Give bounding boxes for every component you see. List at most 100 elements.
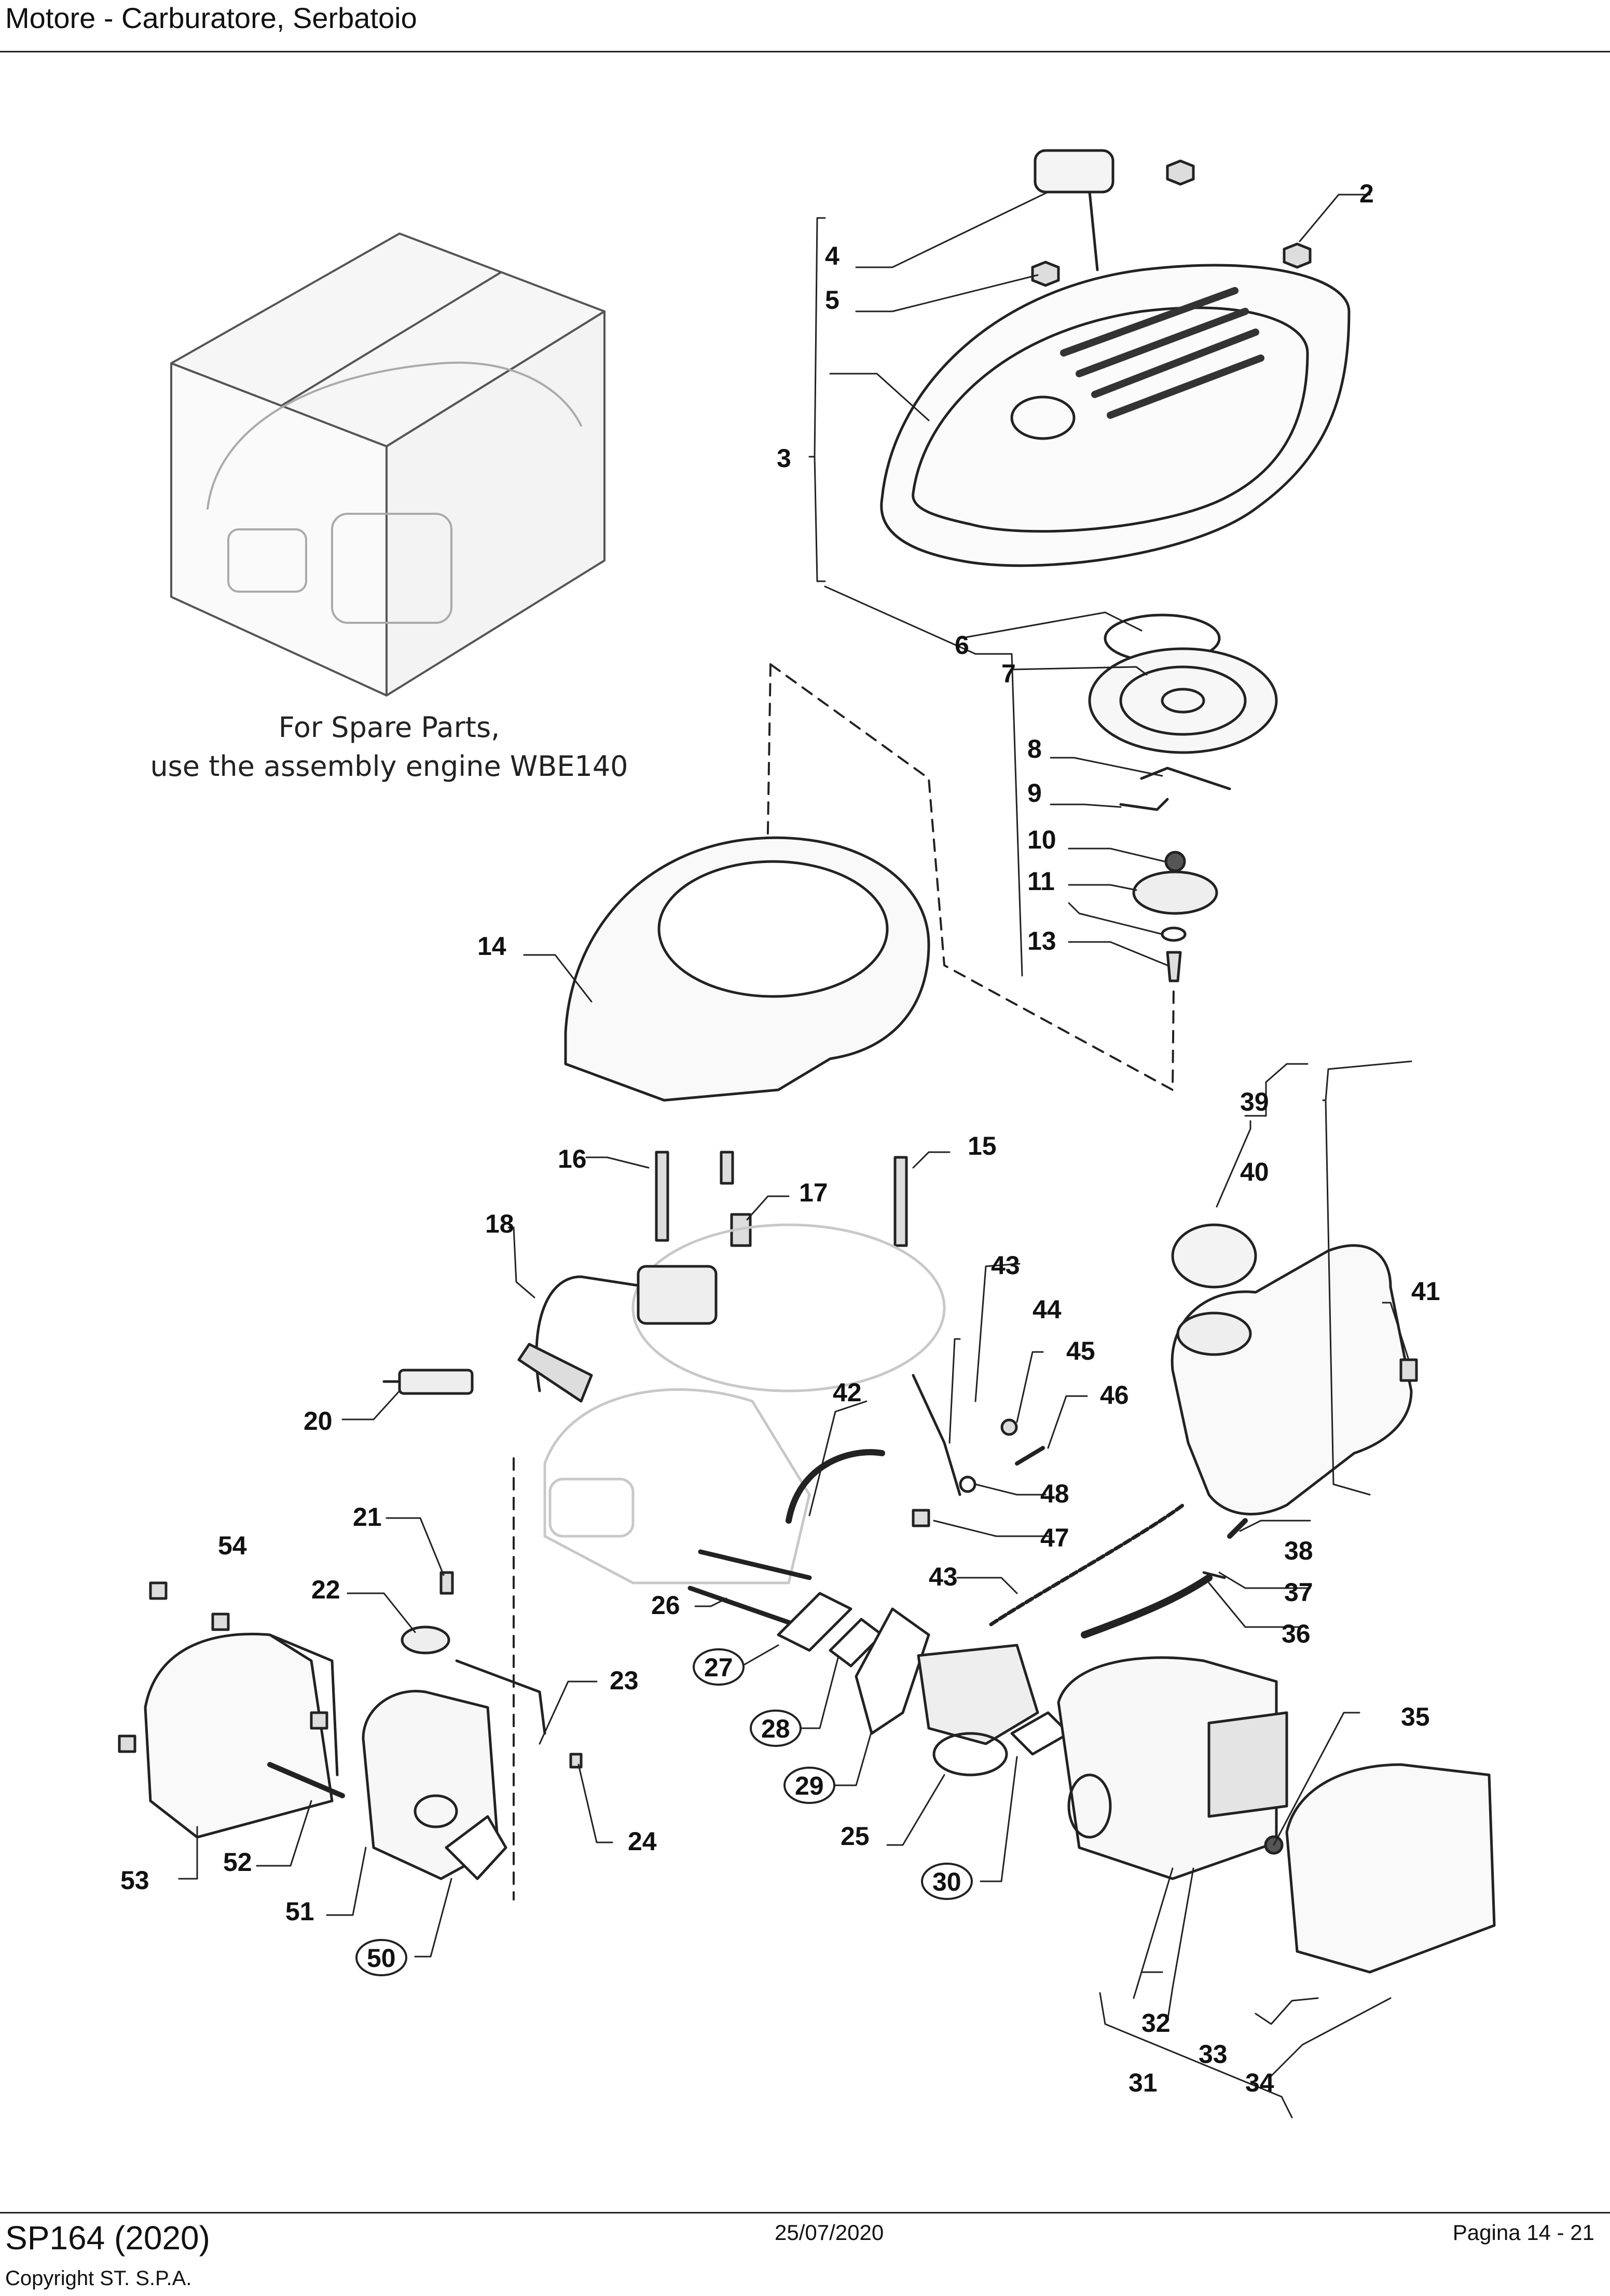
clamp-37	[1202, 1571, 1226, 1579]
callout-21: 21	[353, 1502, 382, 1532]
nut-2a	[1166, 159, 1195, 186]
carburetor	[917, 1644, 1039, 1776]
callout-54: 54	[218, 1531, 247, 1560]
bracket	[401, 1625, 450, 1655]
callout-circle-28	[750, 1710, 802, 1747]
callout-28: 28	[761, 1714, 790, 1743]
callout-23: 23	[610, 1666, 639, 1695]
callout-40: 40	[1240, 1157, 1269, 1186]
callout-14: 14	[477, 932, 506, 961]
callout-47: 47	[1040, 1523, 1069, 1552]
callout-2: 2	[1359, 179, 1374, 208]
callout-46: 46	[1100, 1381, 1129, 1410]
filter-cover	[1285, 1763, 1496, 1974]
callout-30: 30	[932, 1867, 961, 1896]
callout-18: 18	[485, 1209, 514, 1238]
footer-copyright: Copyright ST. S.P.A.	[5, 2267, 192, 2290]
bolt-41	[1399, 1358, 1418, 1382]
muffler-gasket	[445, 1815, 507, 1880]
bolt-54c	[118, 1734, 136, 1753]
callout-24: 24	[628, 1827, 657, 1856]
callout-44: 44	[1033, 1295, 1062, 1324]
callout-3: 3	[777, 444, 791, 473]
wire-23	[455, 1659, 546, 1735]
reference-engine-box	[170, 233, 606, 696]
callout-20: 20	[304, 1406, 333, 1436]
callout-circle-50	[355, 1939, 407, 1976]
recoil-starter	[1088, 613, 1278, 754]
callout-7: 7	[1001, 659, 1016, 688]
callout-11: 11	[1027, 867, 1055, 896]
fuel-hose	[1081, 1574, 1213, 1638]
bolt-54b	[211, 1612, 230, 1631]
callout-45: 45	[1066, 1336, 1095, 1365]
callout-4: 4	[825, 241, 840, 270]
page-title: Motore - Carburatore, Serbatoio	[5, 2, 417, 34]
callout-52: 52	[223, 1848, 252, 1877]
nut-2b	[1283, 242, 1312, 269]
spare-parts-note-line2: use the assembly engine WBE140	[150, 750, 628, 783]
footer-divider	[0, 2212, 1610, 2213]
throttle-cable	[989, 1503, 1185, 1627]
spare-parts-note-line1: For Spare Parts,	[279, 711, 500, 744]
blower-housing	[564, 836, 930, 1102]
fitting-38	[1227, 1518, 1248, 1539]
washer-48	[959, 1475, 976, 1493]
fuel-tank	[1171, 1244, 1413, 1515]
callout-5: 5	[825, 285, 840, 315]
air-filter-housing	[1057, 1656, 1278, 1880]
callout-43a: 43	[991, 1251, 1020, 1280]
screw-47	[912, 1509, 930, 1527]
callout-32: 32	[1141, 2008, 1171, 2038]
fuel-cap	[1171, 1223, 1257, 1289]
callout-29: 29	[795, 1771, 824, 1800]
hose-42	[786, 1449, 885, 1524]
callout-circle-30	[921, 1863, 973, 1900]
nut-2c	[1031, 261, 1060, 287]
callout-26: 26	[651, 1591, 680, 1620]
footer-date: 25/07/2020	[775, 2220, 884, 2245]
callout-37: 37	[1284, 1578, 1313, 1607]
callout-22: 22	[311, 1575, 340, 1604]
starter-cover	[880, 149, 1351, 567]
callout-53: 53	[120, 1866, 149, 1895]
callout-42: 42	[833, 1378, 862, 1407]
muffler-guard	[144, 1633, 339, 1839]
muffler-bolt	[267, 1762, 345, 1798]
callout-36: 36	[1282, 1619, 1311, 1648]
callout-31: 31	[1129, 2068, 1158, 2097]
callout-39: 39	[1240, 1087, 1269, 1116]
callout-50: 50	[367, 1944, 396, 1973]
callout-6: 6	[955, 631, 969, 660]
callout-16: 16	[558, 1144, 587, 1173]
bolt-54a	[149, 1581, 168, 1600]
callout-51: 51	[285, 1897, 314, 1926]
callout-15: 15	[968, 1131, 997, 1160]
spark-plug	[382, 1369, 474, 1395]
clip-24	[569, 1753, 583, 1769]
callout-9: 9	[1027, 778, 1042, 808]
callout-33: 33	[1199, 2040, 1228, 2069]
bolt-54d	[310, 1711, 328, 1730]
bolts	[655, 1151, 908, 1247]
callout-25: 25	[841, 1822, 870, 1851]
footer-model: SP164 (2020)	[5, 2219, 210, 2257]
ignition-coil	[517, 1265, 718, 1403]
callout-8: 8	[1027, 734, 1042, 763]
callout-41: 41	[1411, 1277, 1440, 1306]
spring-46	[1015, 1446, 1045, 1466]
callout-34: 34	[1245, 2068, 1274, 2097]
muffler	[362, 1690, 500, 1880]
callout-27: 27	[704, 1653, 733, 1682]
callout-circle-27	[693, 1648, 745, 1686]
filter-element	[1207, 1711, 1288, 1818]
callout-43b: 43	[929, 1562, 958, 1591]
link-44	[912, 1374, 961, 1496]
pawl-parts	[1119, 767, 1231, 982]
bolt-21	[439, 1571, 454, 1595]
screw-45	[1000, 1418, 1018, 1436]
header-divider	[0, 51, 1610, 52]
callout-35: 35	[1401, 1702, 1430, 1731]
callout-10: 10	[1027, 825, 1056, 854]
